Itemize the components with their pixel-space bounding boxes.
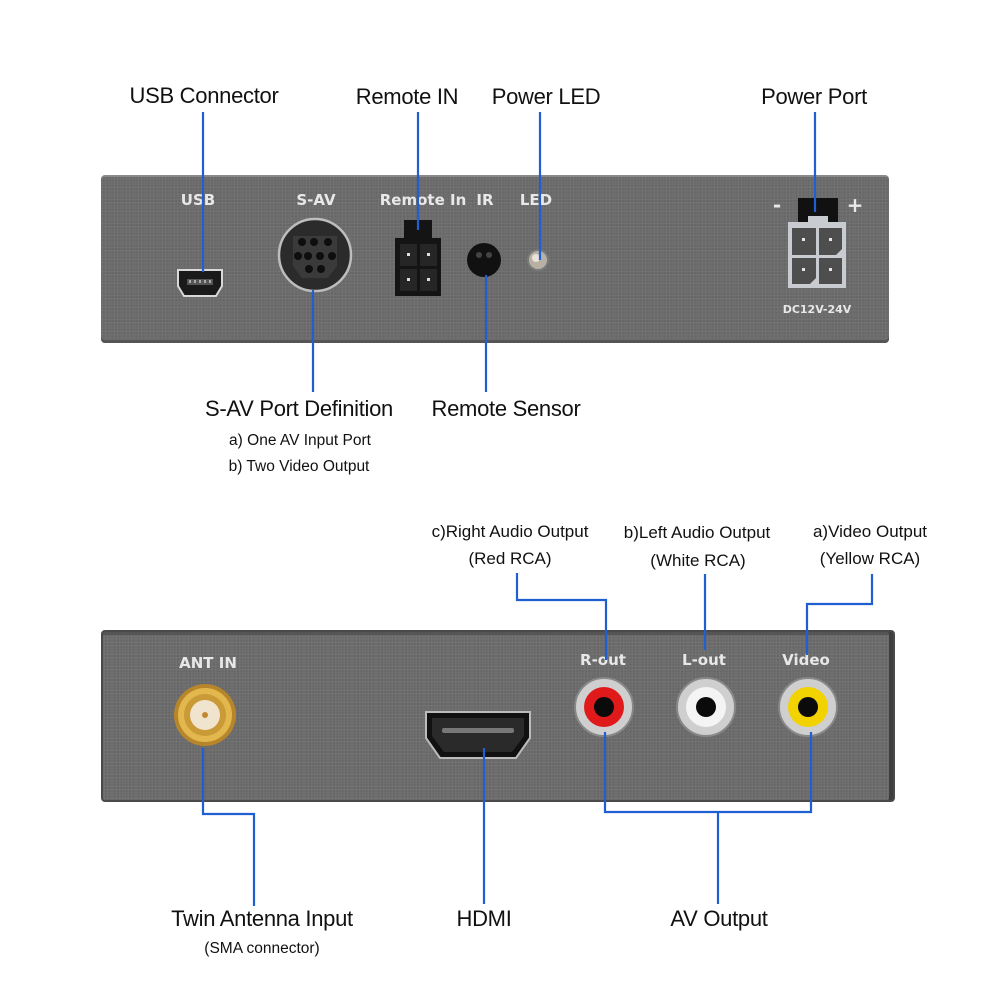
callout-left-audio-output: b)Left Audio Output [623,523,771,542]
sma-antenna-connector-icon [174,684,236,746]
callout-remote-in: Remote IN [355,84,459,109]
rca-yellow-video-icon [778,677,838,737]
callout-power-port: Power Port [761,84,867,109]
rca-white-left-audio-icon [676,677,736,737]
sav-port-label: S-AV [296,191,336,209]
callout-right-audio-sub: (Red RCA) [468,549,552,568]
callout-power-led: Power LED [491,84,601,109]
l-out-port-label: L-out [682,651,726,669]
remote-in-port-label: Remote In [379,191,467,209]
callout-twin-antenna-input: Twin Antenna Input [171,906,353,931]
video-port-label: Video [782,651,830,669]
sav-definition-item-a: a) One AV Input Port [229,432,371,449]
callout-video-output-sub: (Yellow RCA) [819,549,921,568]
r-out-port-label: R-out [580,651,626,669]
callout-left-audio-sub: (White RCA) [650,551,746,570]
ant-in-port-label: ANT IN [179,654,237,672]
power-rating-label: DC12V-24V [782,303,852,316]
callout-av-output: AV Output [670,906,768,931]
callout-sav-port-definition: S-AV Port Definition [204,396,394,421]
power-minus-label: - [772,193,782,217]
remote-in-connector-icon [395,220,441,296]
callout-right-audio-output: c)Right Audio Output [431,522,589,541]
ir-sensor-icon [467,243,501,277]
ir-port-label: IR [476,191,494,209]
callout-sma-connector: (SMA connector) [204,940,320,957]
hdmi-port-icon [425,711,531,759]
callout-video-output: a)Video Output [812,522,928,541]
usb-port-icon [177,269,223,297]
sav-port-icon [277,217,353,293]
callout-hdmi: HDMI [456,906,512,931]
power-port-icon [788,198,846,288]
sav-definition-item-b: b) Two Video Output [228,458,370,475]
power-plus-label: + [846,193,864,217]
callout-usb-connector: USB Connector [129,83,279,108]
power-led-icon [527,249,549,271]
usb-port-label: USB [180,191,216,209]
rca-red-right-audio-icon [574,677,634,737]
led-port-label: LED [519,191,553,209]
callout-remote-sensor: Remote Sensor [431,396,581,421]
